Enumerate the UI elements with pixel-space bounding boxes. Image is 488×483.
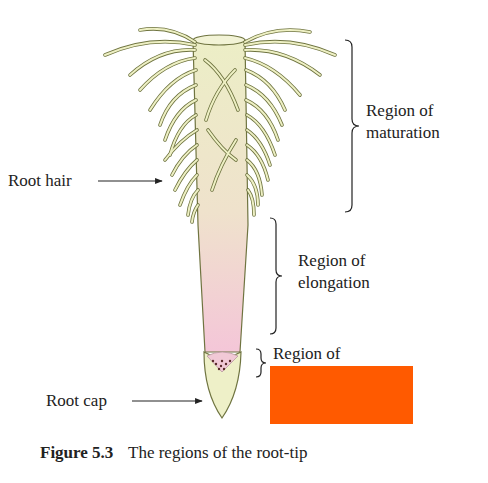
part-label: Root hair xyxy=(8,170,103,192)
region-label: Region of elongation xyxy=(298,250,408,294)
root-top xyxy=(193,35,245,45)
region-bracket xyxy=(270,218,282,334)
region-bracket xyxy=(256,349,266,377)
region-label: Region of xyxy=(273,343,383,365)
leader-arrow xyxy=(132,400,202,401)
figure-caption: The regions of the root-tip xyxy=(128,442,468,464)
redaction-block xyxy=(270,366,413,424)
root-cap-shape xyxy=(204,352,241,418)
meristem-zone xyxy=(207,352,238,372)
meristem-dots xyxy=(212,360,231,370)
root-hair-outline xyxy=(105,29,335,222)
leader-arrow xyxy=(98,180,162,181)
region-bracket xyxy=(345,40,359,212)
part-label: Root cap xyxy=(46,390,131,412)
root-hair-fill xyxy=(105,29,335,222)
region-label: Region of maturation xyxy=(366,100,481,144)
